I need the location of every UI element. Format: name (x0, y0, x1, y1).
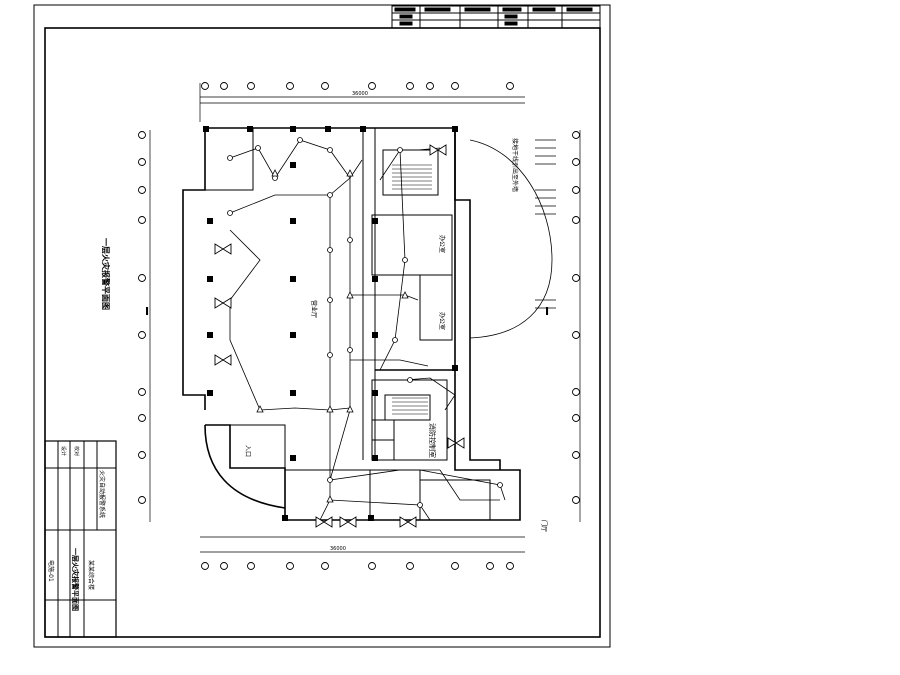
interior-walls (204, 127, 491, 521)
title-block-heading: 一层火灾报警平面图 (71, 548, 80, 611)
label-right-note: 接地干线引出至外墙 (511, 138, 519, 192)
alarm-wiring (229, 139, 506, 521)
title-block-project: 某某综合楼 (87, 560, 95, 590)
drawing-title: 一层火灾报警平面图 (101, 238, 111, 310)
stair-bottom (392, 397, 428, 415)
title-block (44, 440, 117, 638)
axis-bubbles-left (138, 131, 146, 504)
label-lobby: 门厅 (540, 520, 548, 532)
section-mark-right: I (545, 305, 549, 318)
building-outline (182, 127, 521, 521)
alarm-sounders (214, 144, 465, 528)
revision-table (391, 5, 601, 29)
section-mark-left: I (145, 305, 149, 318)
title-block-checker: 校对 (73, 446, 80, 456)
axis-bubbles-right (572, 131, 580, 504)
axis-bubbles-top (201, 82, 514, 90)
smoke-detectors (227, 137, 503, 508)
title-block-subtitle: 火灾自动报警系统 (98, 470, 106, 518)
grid-frame (149, 83, 581, 553)
ramp-curve (469, 139, 553, 339)
grounding-leads (535, 139, 556, 309)
label-entrance: 入口 (244, 445, 251, 457)
structural-columns (203, 126, 458, 521)
label-office-1: 办公室 (438, 235, 446, 253)
label-office-2: 办公室 (438, 312, 446, 330)
axis-bubbles-bottom (201, 562, 514, 570)
dim-top-total: 36000 (352, 91, 368, 97)
title-block-designer: 设计 (60, 446, 67, 456)
dim-bottom-total: 36000 (330, 546, 346, 552)
label-fire-room: 消防控制室 (428, 423, 437, 458)
manual-call-points (256, 169, 409, 503)
sheet-outer-border (33, 4, 611, 648)
title-block-drawing-no: 电施-01 (47, 560, 55, 582)
sheet-inner-border (44, 27, 601, 638)
stair-top (392, 164, 432, 190)
label-hall: 营业厅 (310, 300, 318, 318)
